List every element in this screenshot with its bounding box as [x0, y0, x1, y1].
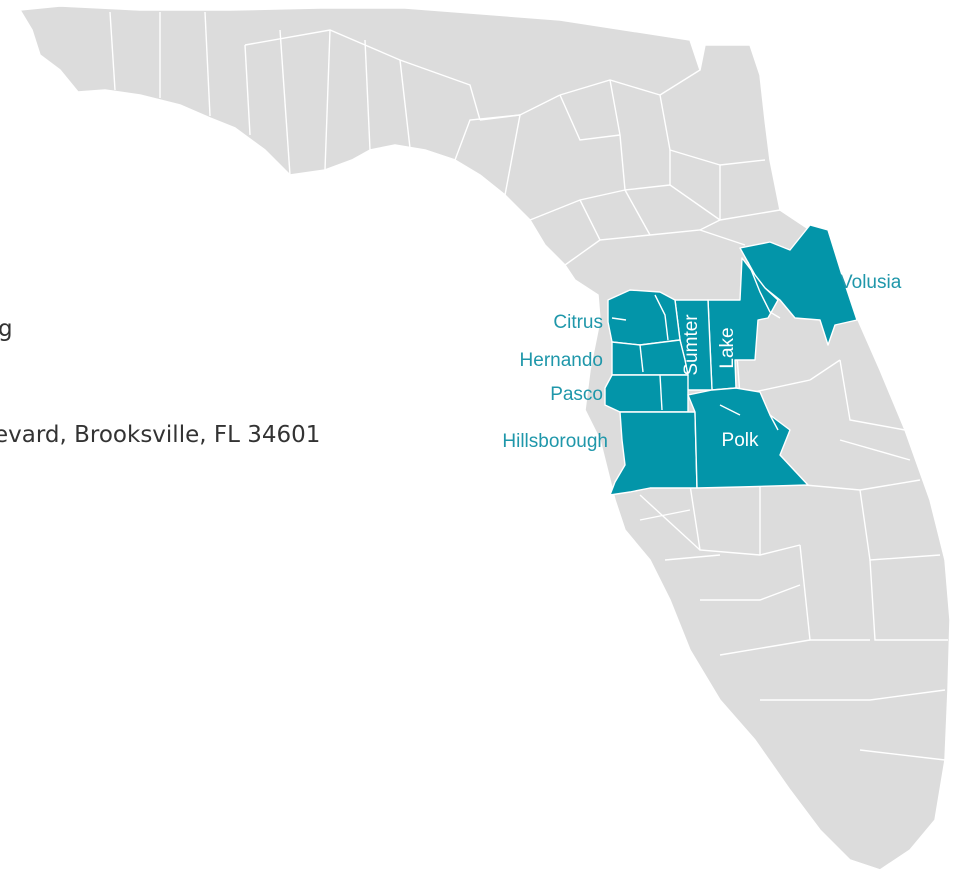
- label-citrus: Citrus: [553, 312, 603, 333]
- label-lake: Lake: [717, 327, 738, 368]
- highlighted-counties: [604, 224, 858, 496]
- highlight-inner-borders: [611, 261, 781, 431]
- county-citrus: [607, 289, 681, 346]
- office-name-fragment: g: [0, 316, 13, 342]
- label-polk: Polk: [722, 430, 759, 451]
- label-sumter: Sumter: [681, 314, 702, 376]
- label-hillsborough: Hillsborough: [502, 431, 608, 452]
- county-hillsborough: [609, 411, 698, 496]
- label-hernando: Hernando: [520, 350, 603, 371]
- county-hernando: [611, 339, 689, 376]
- office-address: evard, Brooksville, FL 34601: [0, 422, 321, 448]
- county-polk: [687, 387, 809, 489]
- label-pasco: Pasco: [550, 384, 603, 405]
- county-borders: [109, 11, 948, 761]
- florida-state-shape: [19, 5, 951, 871]
- label-volusia: Volusia: [840, 272, 902, 293]
- county-pasco: [604, 374, 689, 413]
